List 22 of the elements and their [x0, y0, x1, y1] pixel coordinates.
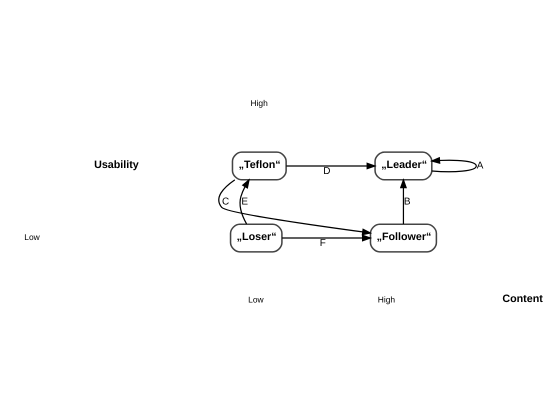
- edge-label: A: [476, 160, 484, 172]
- edge-label: C: [222, 196, 230, 208]
- label: High: [250, 98, 268, 108]
- arrow: [286, 162, 377, 170]
- label: Low: [24, 232, 40, 242]
- node-box: „Loser“: [230, 222, 283, 252]
- arrow: [239, 178, 250, 224]
- node-box: „Leader“: [374, 150, 433, 180]
- edge-label: F: [320, 238, 326, 249]
- label: Low: [248, 294, 264, 304]
- arrow: [400, 178, 407, 224]
- label: High: [378, 294, 396, 304]
- node-box: „Follower“: [370, 222, 438, 252]
- label: Content: [502, 292, 543, 305]
- edge-label: B: [404, 196, 411, 208]
- arrow: [218, 178, 372, 235]
- edge-label: D: [323, 165, 330, 176]
- label: Usability: [94, 158, 139, 171]
- arrow: [282, 234, 372, 242]
- arrow: [430, 156, 477, 172]
- node-box: „Teflon“: [232, 150, 287, 180]
- edge-label: E: [241, 196, 248, 208]
